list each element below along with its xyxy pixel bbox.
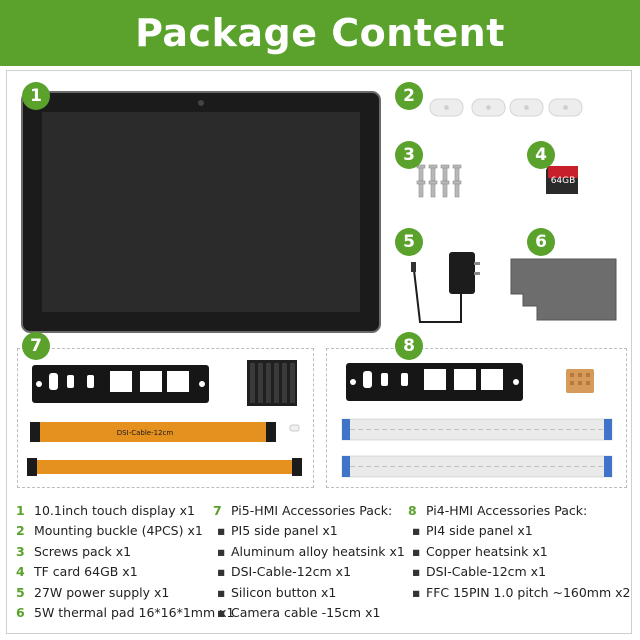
list-item: ▪DSI-Cable-12cm x1 [412,564,547,580]
list-item: ▪Camera cable -15cm x1 [217,605,381,621]
list-item: ▪PI4 side panel x1 [412,523,533,539]
badge-7: 7 [22,332,50,360]
aluminum-heatsink-image [247,360,297,406]
tf-card-image [546,166,578,194]
badge-8: 8 [395,332,423,360]
ffc-cable-image [341,455,613,478]
pi5-pack-box [17,348,314,488]
ffc-cable-image [341,418,613,441]
power-supply-image [411,252,480,323]
list-item: ▪DSI-Cable-12cm x1 [217,564,352,580]
camera-cable-image [27,458,302,476]
silicon-button-image [289,424,300,432]
list-item: ▪PI5 side panel x1 [217,523,338,539]
list-item: ▪Copper heatsink x1 [412,543,548,559]
list-item: ▪Silicon button x1 [217,584,337,600]
page-header: Package Content [0,0,640,66]
content-panel [6,70,632,634]
page-title: Package Content [135,11,505,55]
pi4-side-panel-image [346,363,523,401]
badge-3: 3 [395,141,423,169]
dsi-cable-label: DSI-Cable-12cm [117,429,174,437]
copper-heatsink-image [566,369,594,393]
list-item: ▪FFC 15PIN 1.0 pitch ~160mm x2 [412,584,631,600]
screws-image [416,164,462,198]
badge-5: 5 [395,228,423,256]
thermal-pad-image [510,258,617,321]
touch-display-image [21,91,381,333]
badge-2: 2 [395,82,423,110]
dsi-cable-pi5-image [30,422,276,442]
badge-4: 4 [527,141,555,169]
badge-1: 1 [22,82,50,110]
list-item: ▪Aluminum alloy heatsink x1 [217,543,405,559]
mounting-buckles-image [429,98,583,117]
pi4-pack-box [326,348,627,488]
tf-card-label: 64GB [551,176,576,186]
badge-6: 6 [527,228,555,256]
pi5-side-panel-image [32,365,209,403]
